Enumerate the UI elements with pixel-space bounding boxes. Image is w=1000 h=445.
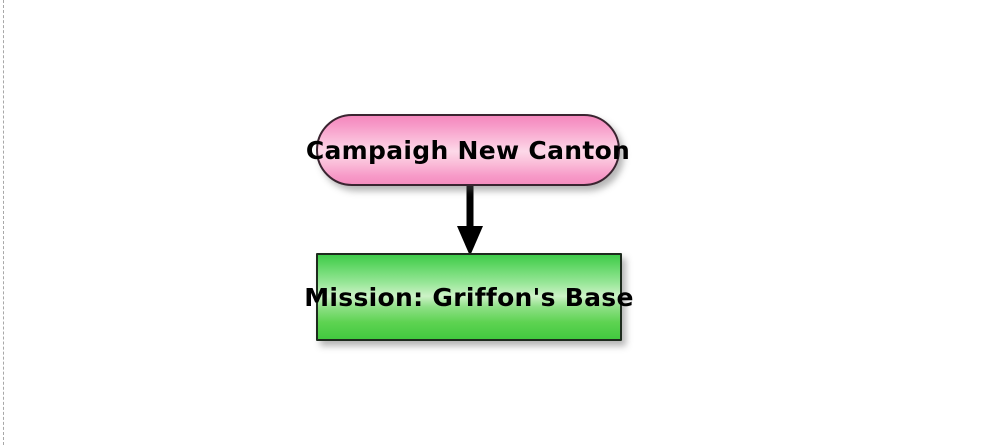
edge-campaign-to-mission[interactable] bbox=[455, 183, 485, 257]
node-campaign[interactable]: Campaigh New Canton bbox=[306, 114, 630, 186]
node-mission-label: Mission: Griffon's Base bbox=[304, 282, 634, 312]
arrow-icon bbox=[457, 183, 483, 256]
page-margin-dashed-rule bbox=[3, 0, 4, 445]
node-mission[interactable]: Mission: Griffon's Base bbox=[304, 253, 633, 341]
node-campaign-label: Campaigh New Canton bbox=[305, 135, 631, 165]
